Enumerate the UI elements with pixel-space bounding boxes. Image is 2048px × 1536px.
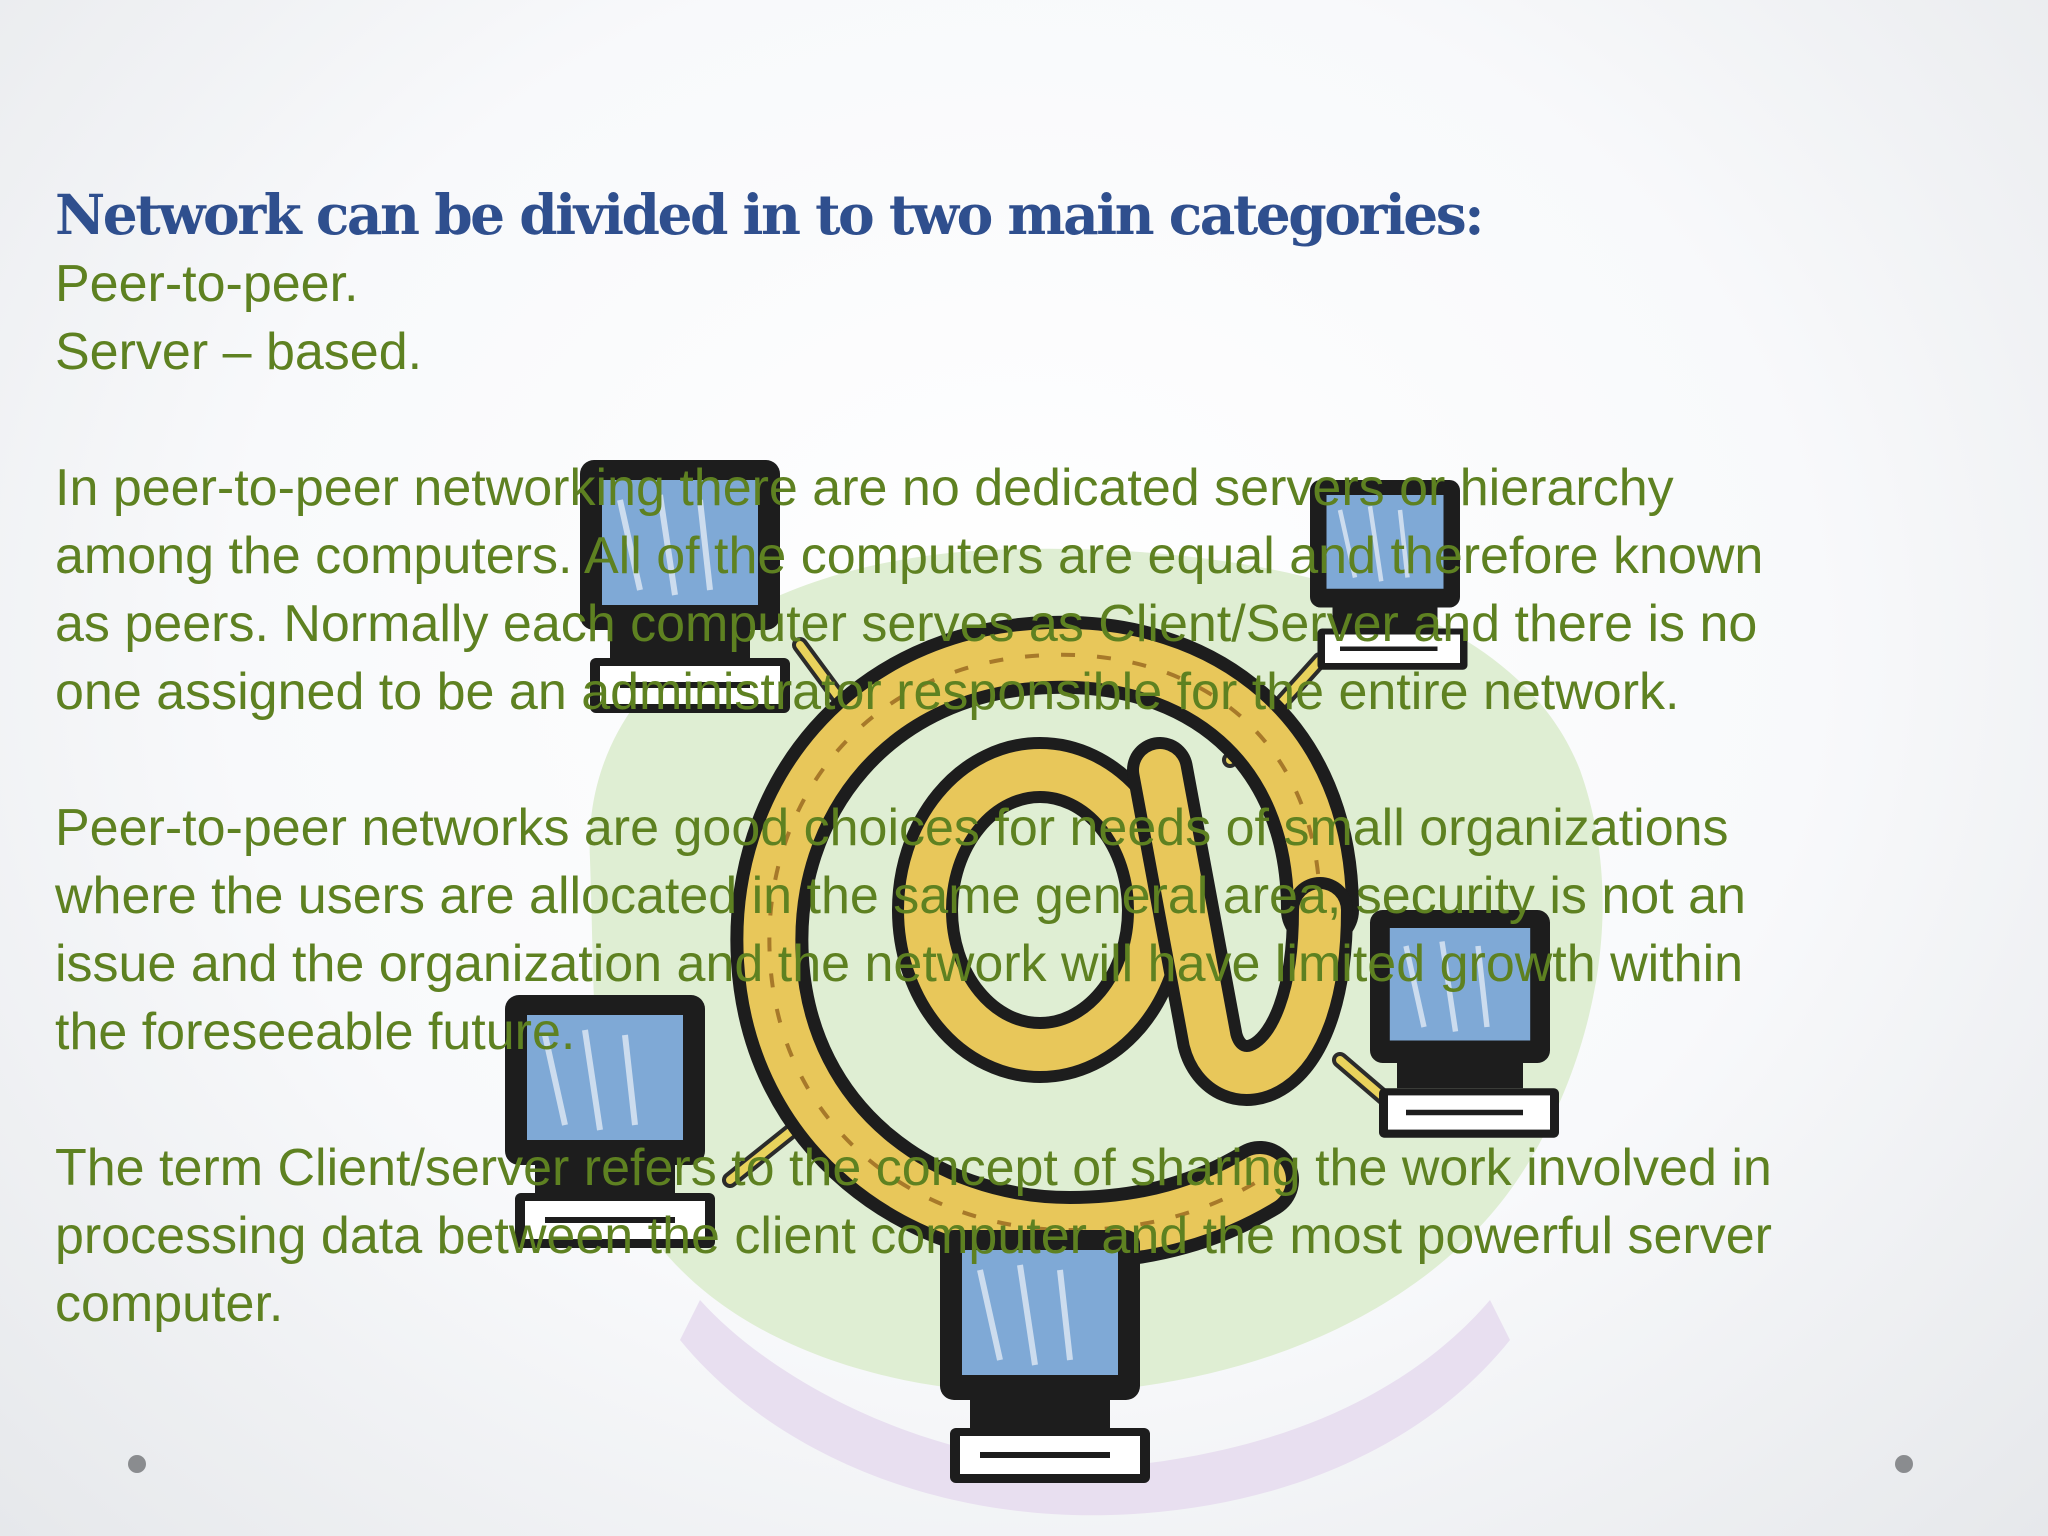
paragraph-line: issue and the organization and the netwo… — [55, 935, 1744, 993]
paragraph-line: Peer-to-peer networks are good choices f… — [55, 799, 1729, 857]
background-blob-lavender — [680, 1300, 1510, 1516]
decorative-dot-right — [1895, 1455, 1913, 1473]
category-item: Server – based. — [55, 323, 423, 381]
paragraph-line: processing data between the client compu… — [55, 1207, 1772, 1265]
paragraph-line: among the computers. All of the computer… — [55, 527, 1764, 585]
category-item: Peer-to-peer. — [55, 255, 359, 313]
paragraph-line: In peer-to-peer networking there are no … — [55, 459, 1674, 517]
slide-content: Network can be divided in to two main ca… — [55, 180, 2005, 1338]
slide-heading: Network can be divided in to two main ca… — [55, 182, 1485, 247]
computer-icon — [580, 460, 790, 713]
paragraph-line: as peers. Normally each computer serves … — [55, 595, 1758, 653]
paragraph-line: computer. — [55, 1275, 284, 1333]
paragraph-line: where the users are allocated in the sam… — [55, 867, 1746, 925]
paragraph-line: The term Client/server refers to the con… — [55, 1139, 1772, 1197]
computer-icon — [1370, 910, 1559, 1138]
decorative-dot-left — [128, 1455, 146, 1473]
paragraph-line: the foreseeable future. — [55, 1003, 576, 1061]
network-clipart — [505, 460, 1603, 1516]
computer-icon — [1310, 480, 1468, 670]
paragraph-line: one assigned to be an administrator resp… — [55, 663, 1680, 721]
at-sign-icon — [730, 615, 1359, 1270]
computer-icon — [505, 995, 715, 1248]
computer-icon — [940, 1230, 1150, 1483]
